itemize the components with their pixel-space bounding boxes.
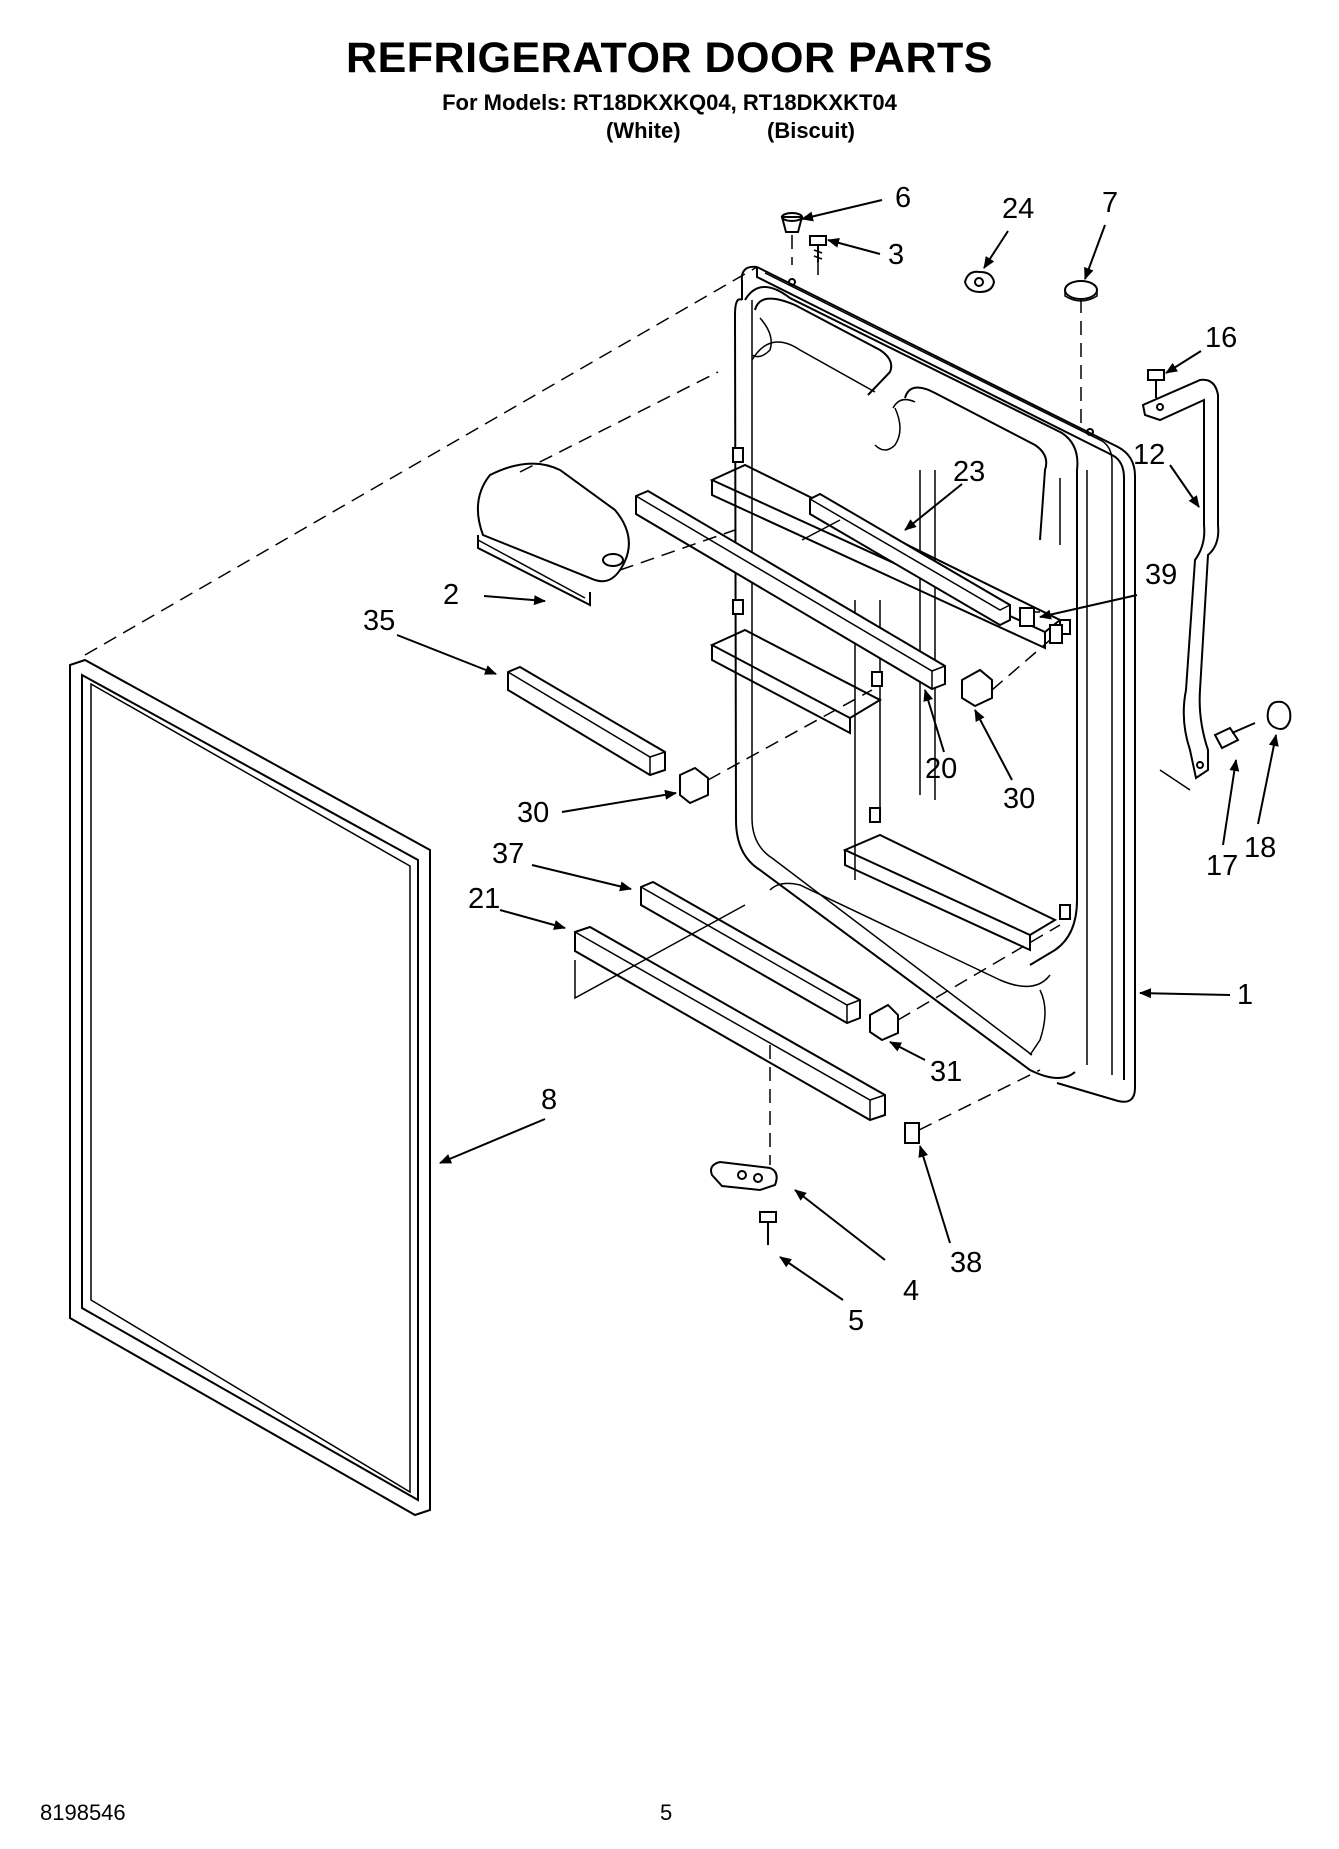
callout-35: 35: [363, 605, 395, 637]
clip-part-30-left: [679, 766, 709, 805]
callout-2: 2: [443, 579, 459, 611]
page-number: 5: [660, 1800, 673, 1825]
callout-12: 12: [1133, 439, 1165, 471]
callout-24: 24: [1002, 193, 1034, 225]
callout-8: 8: [541, 1084, 557, 1116]
shelf-rail-part-35: [507, 665, 666, 777]
door-gasket-part-8: [69, 658, 431, 1517]
screw-part-5: [759, 1211, 777, 1245]
cap-part-18: [1266, 700, 1292, 730]
assembly-lines: [84, 235, 1191, 1165]
callout-38: 38: [950, 1247, 982, 1279]
stop-part-39: [1019, 607, 1035, 627]
shelf-rail-part-20: [635, 489, 946, 691]
callout-20: 20: [925, 753, 957, 785]
cap-part-24: [963, 270, 996, 294]
callout-30-left: 30: [517, 797, 549, 829]
pin-part-30-top: [1049, 624, 1063, 644]
bar-part-23: [809, 492, 1011, 627]
variant-biscuit: (Biscuit): [767, 118, 855, 143]
variant-white: (White): [606, 118, 681, 143]
callout-3: 3: [888, 239, 904, 271]
callout-4: 4: [903, 1275, 919, 1307]
plug-part-7: [1064, 280, 1098, 302]
stop-part-38: [904, 1122, 920, 1144]
clip-part-31: [869, 1003, 899, 1042]
callout-37: 37: [492, 838, 524, 870]
shelf-rail-part-37: [640, 880, 861, 1025]
callout-23: 23: [953, 456, 985, 488]
callout-arrows: [396, 199, 1279, 1301]
plug-part-6: [780, 212, 804, 233]
screw-part-3: [809, 235, 827, 262]
callout-31: 31: [930, 1056, 962, 1088]
clip-part-30-right: [961, 668, 993, 708]
bin-cover-part-2: [476, 462, 630, 607]
callout-1: 1: [1237, 979, 1253, 1011]
document-number: 8198546: [40, 1800, 126, 1825]
screw-part-16: [1147, 369, 1165, 398]
bottom-hinge-part-4: [710, 1160, 778, 1192]
models-subtitle: For Models: RT18DKXKQ04, RT18DKXKT04: [442, 90, 897, 115]
callout-16: 16: [1205, 322, 1237, 354]
page-title: REFRIGERATOR DOOR PARTS: [346, 34, 993, 82]
callout-39: 39: [1145, 559, 1177, 591]
hinge-part-12: [1141, 378, 1220, 780]
callout-5: 5: [848, 1305, 864, 1337]
callout-7: 7: [1102, 187, 1118, 219]
callout-labels: 6 3 24 7 16 12 23 39 2 35 20 30 30 17 18…: [363, 182, 1276, 1337]
callout-17: 17: [1206, 850, 1238, 882]
shelf-rail-part-21: [574, 925, 886, 1122]
callout-18: 18: [1244, 832, 1276, 864]
callout-30-right: 30: [1003, 783, 1035, 815]
callout-6: 6: [895, 182, 911, 214]
callout-21: 21: [468, 883, 500, 915]
screw-part-17: [1213, 722, 1256, 750]
